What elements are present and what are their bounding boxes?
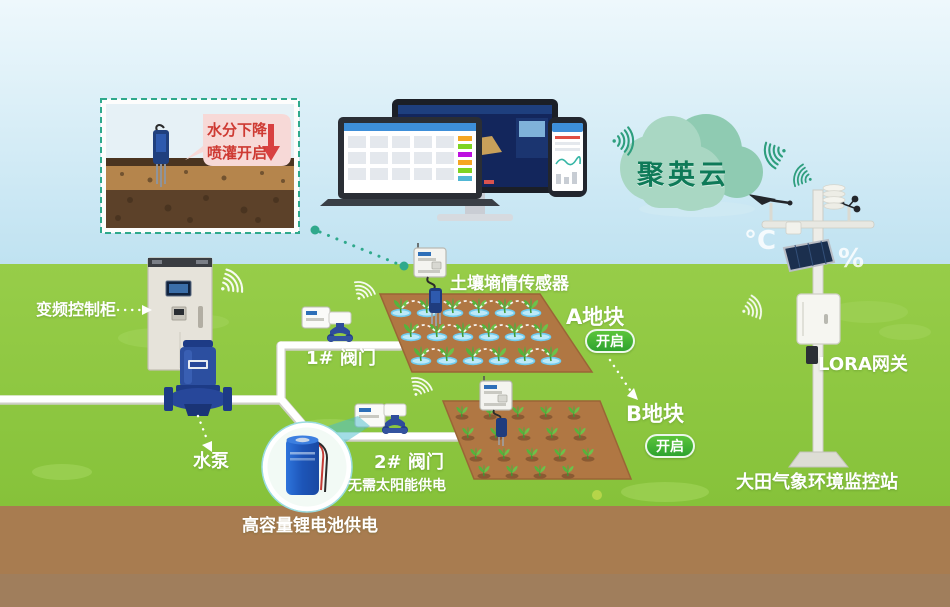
callout-line2: 喷灌开启 xyxy=(207,144,268,163)
plot-b-label: B地块 xyxy=(626,402,685,426)
photo-soil-probe xyxy=(153,124,169,187)
weather-station xyxy=(748,184,875,468)
cloud-platform-label: 聚英云 xyxy=(637,160,730,191)
no-solar-label: 无需太阳能供电 xyxy=(348,478,446,494)
callout-text: 水分下降 喷灌开启 xyxy=(207,119,267,166)
pump-label: 水泵 xyxy=(193,451,229,472)
soil-band-bottom xyxy=(0,574,950,607)
temperature-unit: °C xyxy=(744,226,777,256)
soil-sensor-label: 土壤墒情传感器 xyxy=(450,274,569,294)
cloud-link-connector xyxy=(310,225,409,271)
pointer-arrows xyxy=(116,308,632,444)
weather-station-label: 大田气象环境监控站 xyxy=(736,472,898,493)
callout-line1: 水分下降 xyxy=(207,121,268,139)
plot-a-label: A地块 xyxy=(566,305,625,329)
speech-bubble xyxy=(185,114,291,166)
soil-sensor-b xyxy=(479,376,513,446)
radiation-shield xyxy=(822,184,846,210)
plot-b xyxy=(441,400,633,480)
battery-magnifier xyxy=(261,416,370,513)
soil-band xyxy=(0,506,950,574)
plot-a-status-badge: 开启 xyxy=(585,329,635,353)
pointer-arrowheads xyxy=(142,305,638,452)
cabinet-label: 变频控制柜 xyxy=(36,300,117,319)
battery-label: 高容量锂电池供电 xyxy=(242,516,378,536)
humidity-unit: % xyxy=(838,244,865,274)
photo-callout xyxy=(100,98,300,234)
plot-b-status-badge: 开启 xyxy=(645,434,695,458)
valve-1 xyxy=(301,306,354,343)
valve1-label: 1# 阀门 xyxy=(306,348,376,369)
irrigation-pipes xyxy=(0,341,462,442)
laptop xyxy=(320,117,500,206)
valve2-label: 2# 阀门 xyxy=(374,452,444,473)
cloud xyxy=(620,114,763,217)
soil-sensor-a xyxy=(413,243,447,326)
lora-gateway-label: LORA网关 xyxy=(818,354,908,375)
plot-a xyxy=(378,293,594,373)
phone xyxy=(548,117,587,197)
water-pump xyxy=(164,340,232,416)
